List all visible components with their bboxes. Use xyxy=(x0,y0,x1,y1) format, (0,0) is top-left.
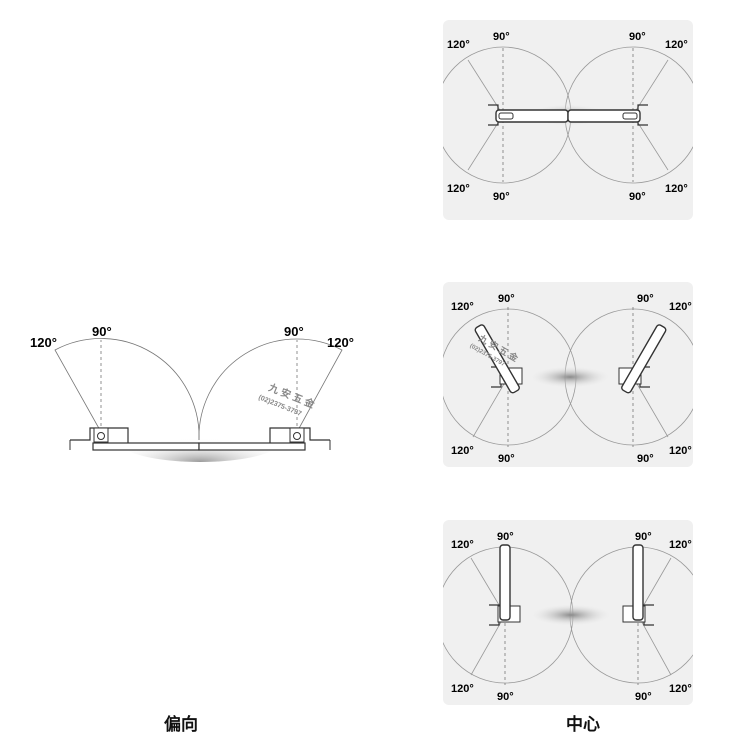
right-swing-arc xyxy=(198,338,343,441)
swing-shading xyxy=(120,422,280,462)
offset-caption: 偏向 xyxy=(164,715,198,734)
svg-text:120°: 120° xyxy=(669,445,692,457)
label-90-right: 90° xyxy=(284,324,304,339)
left-hinge xyxy=(498,112,514,120)
svg-text:120°: 120° xyxy=(447,39,470,51)
left-door-leaf xyxy=(495,109,569,123)
watermark: 九 安 五 金 (02)2375-3797 xyxy=(469,332,522,369)
center-pivot-120-diagram: 120° 90° 90° 120° 120° 90° 90° 120° 九 安 … xyxy=(443,293,693,465)
swing-shading xyxy=(526,603,616,627)
right-jamb xyxy=(269,427,330,445)
label-120-left: 120° xyxy=(30,335,57,350)
svg-text:90°: 90° xyxy=(635,531,652,543)
label-120-right: 120° xyxy=(327,335,354,350)
svg-text:90°: 90° xyxy=(497,691,514,703)
svg-text:90°: 90° xyxy=(498,293,515,305)
center-pivot-90-diagram: 120° 90° 90° 120° 120° 90° 90° 120° xyxy=(443,531,693,703)
svg-text:120°: 120° xyxy=(665,39,688,51)
left-pivot-icon xyxy=(97,432,105,440)
right-door-leaf xyxy=(632,544,644,621)
right-door-leaf xyxy=(567,109,641,123)
watermark: 九 安 五 金 (02)2375-3797 xyxy=(257,380,317,418)
left-jamb xyxy=(70,427,129,445)
right-hinge xyxy=(289,427,305,443)
svg-text:90°: 90° xyxy=(493,31,510,43)
center-caption: 中心 xyxy=(566,715,600,734)
left-door-leaf xyxy=(474,324,520,394)
right-door-leaf xyxy=(198,442,306,451)
svg-text:90°: 90° xyxy=(635,691,652,703)
right-pivot-icon xyxy=(293,432,301,440)
swing-shading xyxy=(525,365,615,389)
left-door-leaf xyxy=(499,544,511,621)
svg-text:90°: 90° xyxy=(497,531,514,543)
svg-text:90°: 90° xyxy=(629,191,646,203)
svg-text:90°: 90° xyxy=(493,191,510,203)
svg-text:120°: 120° xyxy=(451,539,474,551)
svg-text:120°: 120° xyxy=(447,183,470,195)
svg-text:120°: 120° xyxy=(669,683,692,695)
svg-text:120°: 120° xyxy=(665,183,688,195)
right-hinge xyxy=(622,112,638,120)
center-pivot-closed-diagram: 120° 90° 90° 120° 120° 90° 90° 120° xyxy=(443,31,693,203)
offset-pivot-diagram: 120° 90° 90° 120° 九 安 五 金 (02)2375-3797 xyxy=(30,324,354,462)
svg-text:120°: 120° xyxy=(451,683,474,695)
left-door-leaf xyxy=(92,442,200,451)
svg-text:90°: 90° xyxy=(637,453,654,465)
left-swing-arc xyxy=(54,338,200,441)
right-door-leaf xyxy=(621,324,667,394)
svg-text:120°: 120° xyxy=(451,301,474,313)
svg-text:120°: 120° xyxy=(451,445,474,457)
svg-text:90°: 90° xyxy=(629,31,646,43)
left-hinge xyxy=(93,427,109,443)
svg-text:120°: 120° xyxy=(669,301,692,313)
svg-text:120°: 120° xyxy=(669,539,692,551)
label-90-left: 90° xyxy=(92,324,112,339)
svg-text:90°: 90° xyxy=(637,293,654,305)
svg-text:90°: 90° xyxy=(498,453,515,465)
